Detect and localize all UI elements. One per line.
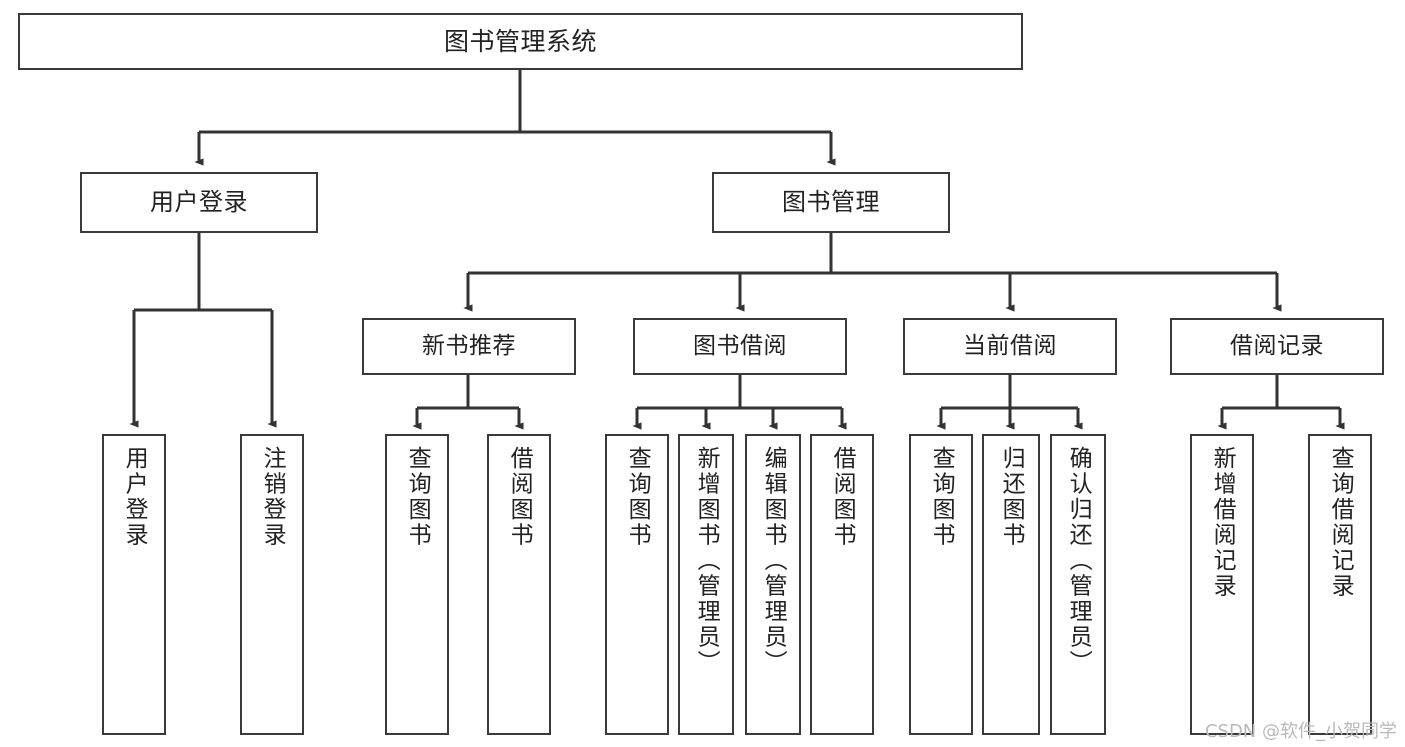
node-current-borrow[interactable]: 当前借阅 xyxy=(903,318,1117,375)
node-label: 用户登录 xyxy=(121,446,148,548)
node-label: 借阅记录 xyxy=(1230,332,1324,359)
node-label: 新书推荐 xyxy=(422,332,516,359)
node-label: 确认归还（管理员） xyxy=(1065,446,1092,676)
node-leaf-add-record[interactable]: 新增借阅记录 xyxy=(1190,434,1254,735)
node-book-management[interactable]: 图书管理 xyxy=(712,172,950,233)
node-leaf-edit-book[interactable]: 编辑图书（管理员） xyxy=(745,434,801,735)
node-leaf-query-book-1[interactable]: 查询图书 xyxy=(385,434,449,735)
node-leaf-user-login[interactable]: 用户登录 xyxy=(102,434,166,735)
node-leaf-borrow-book-1[interactable]: 借阅图书 xyxy=(487,434,551,735)
node-user-login[interactable]: 用户登录 xyxy=(80,172,318,233)
node-leaf-confirm-return[interactable]: 确认归还（管理员） xyxy=(1050,434,1106,735)
node-label: 借阅图书 xyxy=(829,446,856,548)
node-new-book-recommend[interactable]: 新书推荐 xyxy=(362,318,576,375)
node-leaf-return-book[interactable]: 归还图书 xyxy=(982,434,1040,735)
node-book-borrow[interactable]: 图书借阅 xyxy=(633,318,847,375)
node-label: 归还图书 xyxy=(998,446,1025,548)
node-label: 查询图书 xyxy=(404,446,431,548)
node-label: 借阅图书 xyxy=(506,446,533,548)
node-label: 编辑图书（管理员） xyxy=(760,446,787,676)
node-leaf-query-record[interactable]: 查询借阅记录 xyxy=(1308,434,1372,735)
csdn-watermark: CSDN @软件_小贺同学 xyxy=(1204,721,1397,742)
node-label: 新增图书（管理员） xyxy=(693,446,720,676)
node-label: 查询图书 xyxy=(624,446,651,548)
node-leaf-logout-login[interactable]: 注销登录 xyxy=(240,434,304,735)
node-label: 当前借阅 xyxy=(963,332,1057,359)
node-label: 用户登录 xyxy=(150,188,248,217)
node-leaf-query-book-3[interactable]: 查询图书 xyxy=(909,434,973,735)
node-label: 查询借阅记录 xyxy=(1327,446,1354,599)
node-leaf-query-book-2[interactable]: 查询图书 xyxy=(605,434,669,735)
node-borrow-record[interactable]: 借阅记录 xyxy=(1170,318,1384,375)
node-leaf-add-book[interactable]: 新增图书（管理员） xyxy=(678,434,734,735)
node-leaf-borrow-book-2[interactable]: 借阅图书 xyxy=(810,434,874,735)
node-label: 新增借阅记录 xyxy=(1209,446,1236,599)
node-label: 查询图书 xyxy=(928,446,955,548)
node-label: 图书管理 xyxy=(782,188,880,217)
node-label: 图书借阅 xyxy=(693,332,787,359)
node-book-management-system[interactable]: 图书管理系统 xyxy=(18,13,1023,70)
node-label: 注销登录 xyxy=(259,446,286,548)
node-label: 图书管理系统 xyxy=(443,26,597,56)
